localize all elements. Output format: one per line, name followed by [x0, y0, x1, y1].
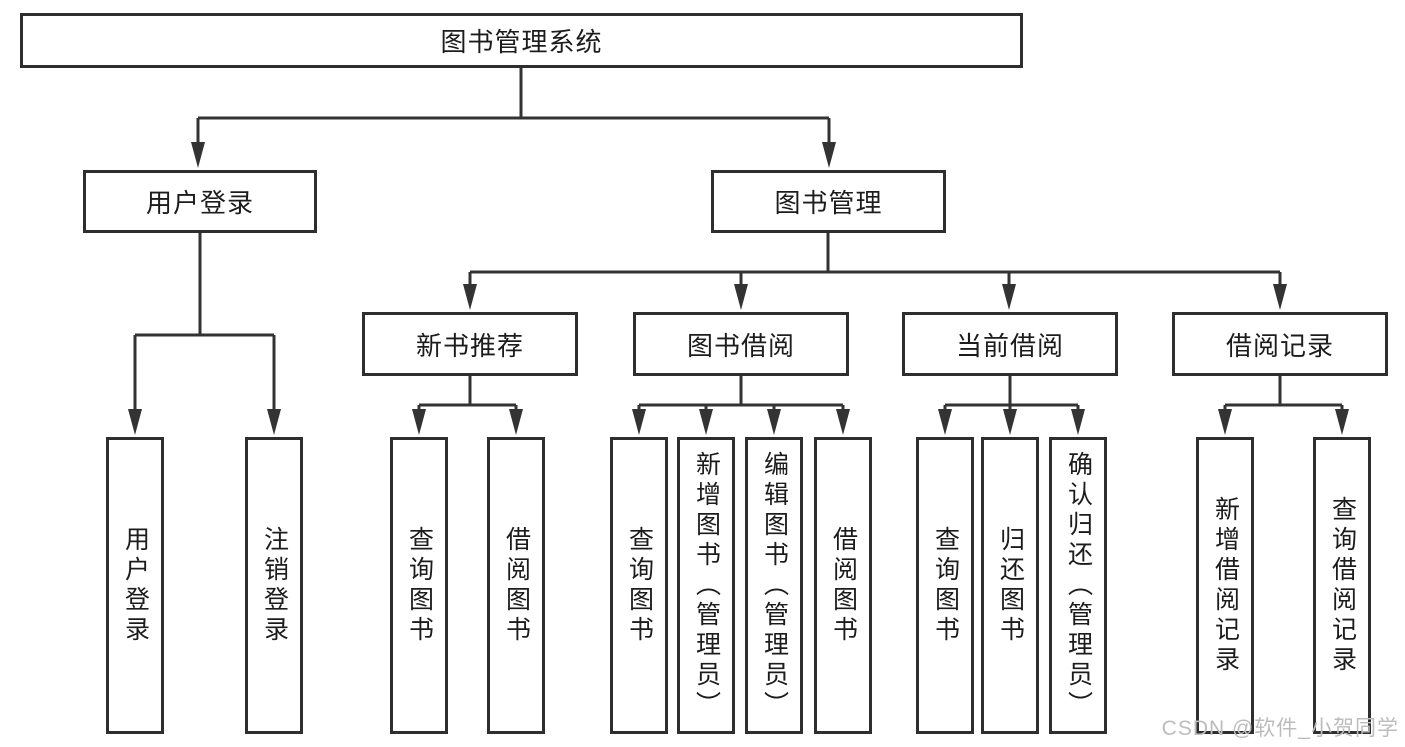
- node-leaf-user-login: 用户登录: [106, 437, 164, 734]
- arrow-down-icon: [128, 409, 142, 435]
- node-current-borrowing: 当前借阅: [902, 312, 1118, 376]
- node-label: 新书推荐: [415, 330, 524, 361]
- node-leaf-confirm-return-admin: 确认归还（管理员）: [1049, 437, 1107, 734]
- node-leaf-query-books: 查询图书: [610, 437, 668, 734]
- arrow-down-icon: [822, 142, 836, 168]
- node-label: 查询图书: [405, 525, 434, 646]
- node-label: 当前借阅: [955, 330, 1064, 361]
- arrow-down-icon: [1002, 284, 1016, 310]
- node-label: 查询图书: [625, 525, 654, 646]
- arrow-down-icon: [191, 142, 205, 168]
- node-label: 借阅记录: [1225, 330, 1334, 361]
- node-label: 归还图书: [996, 525, 1025, 646]
- node-leaf-add-borrow-record: 新增借阅记录: [1196, 437, 1254, 734]
- arrow-down-icon: [938, 409, 952, 435]
- node-leaf-query-books: 查询图书: [390, 437, 448, 734]
- arrow-down-icon: [632, 409, 646, 435]
- arrow-down-icon: [1273, 284, 1287, 310]
- node-book-borrowing: 图书借阅: [633, 312, 849, 376]
- node-leaf-query-books: 查询图书: [916, 437, 974, 734]
- arrow-down-icon: [836, 409, 850, 435]
- node-label: 查询借阅记录: [1328, 495, 1357, 676]
- node-label: 新增图书（管理员）: [692, 450, 721, 721]
- node-leaf-add-books-admin: 新增图书（管理员）: [677, 437, 735, 734]
- node-label: 图书管理系统: [440, 27, 603, 57]
- node-label: 借阅图书: [502, 525, 531, 646]
- arrow-down-icon: [463, 284, 477, 310]
- node-user-login-branch: 用户登录: [83, 170, 317, 233]
- node-label: 注销登录: [260, 525, 289, 646]
- arrow-down-icon: [1218, 409, 1232, 435]
- csdn-watermark: CSDN @软件_小贺同学: [1161, 717, 1399, 740]
- arrowheads: [128, 142, 1349, 435]
- node-leaf-edit-books-admin: 编辑图书（管理员）: [745, 437, 803, 734]
- arrow-down-icon: [1003, 409, 1017, 435]
- arrow-down-icon: [1335, 409, 1349, 435]
- node-leaf-borrow-books: 借阅图书: [487, 437, 545, 734]
- arrow-down-icon: [767, 409, 781, 435]
- node-label: 用户登录: [121, 525, 150, 646]
- node-label: 编辑图书（管理员）: [760, 450, 789, 721]
- node-root-system: 图书管理系统: [20, 13, 1023, 68]
- arrow-down-icon: [699, 409, 713, 435]
- node-leaf-borrow-books: 借阅图书: [814, 437, 872, 734]
- node-label: 图书借阅: [686, 330, 795, 361]
- node-leaf-logout: 注销登录: [245, 437, 303, 734]
- arrow-down-icon: [1071, 409, 1085, 435]
- node-label: 查询图书: [931, 525, 960, 646]
- node-label: 新增借阅记录: [1211, 495, 1240, 676]
- node-new-book-recommend: 新书推荐: [362, 312, 578, 376]
- arrow-down-icon: [267, 409, 281, 435]
- node-book-management-branch: 图书管理: [711, 170, 946, 233]
- arrow-down-icon: [412, 409, 426, 435]
- node-label: 图书管理: [774, 188, 883, 218]
- node-label: 用户登录: [145, 188, 254, 218]
- node-label: 借阅图书: [829, 525, 858, 646]
- arrow-down-icon: [734, 284, 748, 310]
- node-leaf-query-borrow-record: 查询借阅记录: [1313, 437, 1371, 734]
- node-borrowing-records: 借阅记录: [1172, 312, 1388, 376]
- arrow-down-icon: [509, 409, 523, 435]
- node-leaf-return-books: 归还图书: [981, 437, 1039, 734]
- node-label: 确认归还（管理员）: [1064, 450, 1093, 721]
